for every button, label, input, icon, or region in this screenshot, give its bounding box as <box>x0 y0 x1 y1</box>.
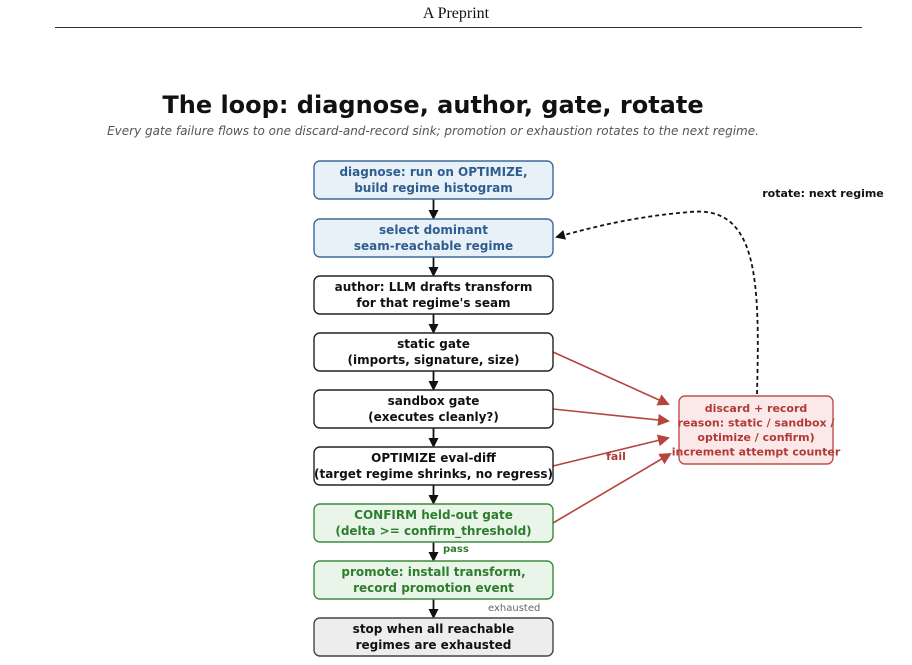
node-diagnose: diagnose: run on OPTIMIZE, build regime h… <box>313 160 554 200</box>
node-author-line-1: author: LLM drafts transform <box>335 280 533 294</box>
header-rule <box>55 27 862 28</box>
pass-label: pass <box>443 544 469 555</box>
fail-arrow-optimize <box>552 434 670 467</box>
node-select-line-1: select dominant <box>379 223 488 237</box>
discard-sink-box <box>678 395 834 465</box>
node-diagnose-line-1: diagnose: run on OPTIMIZE, <box>339 165 527 179</box>
node-static-box <box>313 332 554 372</box>
node-promote: promote: install transform, record promot… <box>313 560 554 600</box>
node-optimize-line-1: OPTIMIZE eval-diff <box>371 451 496 465</box>
node-static-line-1: static gate <box>397 337 470 351</box>
figure-title: The loop: diagnose, author, gate, rotate <box>162 91 703 119</box>
node-stop-box <box>313 617 554 657</box>
discard-sink-line-3: optimize / confirm) <box>697 431 814 444</box>
discard-sink-line-4: increment attempt counter <box>672 446 841 459</box>
discard-sink-line-2: reason: static / sandbox / <box>678 417 836 430</box>
node-discard-sink: discard + record reason: static / sandbox… <box>672 395 841 465</box>
fail-label: fail <box>606 450 626 463</box>
node-promote-line-2: record promotion event <box>353 581 514 595</box>
node-stop-line-2: regimes are exhausted <box>356 638 512 652</box>
node-select: select dominant seam-reachable regime <box>313 218 554 258</box>
fail-arrow-sandbox <box>552 408 670 426</box>
node-confirm-line-1: CONFIRM held-out gate <box>354 508 513 522</box>
fail-arrow-confirm <box>552 452 672 524</box>
node-diagnose-line-2: build regime histogram <box>354 181 513 195</box>
node-author-line-2: for that regime's seam <box>356 296 510 310</box>
node-sandbox-box <box>313 389 554 429</box>
node-sandbox-line-1: sandbox gate <box>388 394 480 408</box>
node-sandbox-line-2: (executes cleanly?) <box>368 410 499 424</box>
node-promote-box <box>313 560 554 600</box>
node-stop: stop when all reachable regimes are exhau… <box>313 617 554 657</box>
node-select-box <box>313 218 554 258</box>
node-sandbox: sandbox gate (executes cleanly?) <box>313 389 554 429</box>
node-author: author: LLM drafts transform for that reg… <box>313 275 554 315</box>
node-confirm-line-2: (delta >= confirm_threshold) <box>335 524 531 539</box>
node-static: static gate (imports, signature, size) <box>313 332 554 372</box>
node-optimize-line-2: (target regime shrinks, no regress) <box>314 467 553 481</box>
edges-layer <box>428 199 759 619</box>
node-stop-line-1: stop when all reachable <box>353 622 515 636</box>
rotate-label: rotate: next regime <box>762 187 884 200</box>
node-diagnose-box <box>313 160 554 200</box>
node-confirm: CONFIRM held-out gate (delta >= confirm_t… <box>313 503 554 543</box>
node-select-line-2: seam-reachable regime <box>354 239 513 253</box>
discard-sink-line-1: discard + record <box>705 402 808 415</box>
exhausted-label: exhausted <box>488 603 540 614</box>
nodes-layer: diagnose: run on OPTIMIZE, build regime h… <box>313 160 841 657</box>
rotate-arrow <box>555 210 759 395</box>
running-header: A Preprint <box>422 5 490 22</box>
figure-subtitle: Every gate failure flows to one discard-… <box>107 124 759 138</box>
node-static-line-2: (imports, signature, size) <box>348 353 520 367</box>
node-promote-line-1: promote: install transform, <box>341 565 525 579</box>
fail-arrow-static <box>552 351 670 406</box>
node-optimize-box <box>313 446 554 486</box>
node-confirm-box <box>313 503 554 543</box>
node-optimize: OPTIMIZE eval-diff (target regime shrinks… <box>313 446 554 486</box>
node-author-box <box>313 275 554 315</box>
